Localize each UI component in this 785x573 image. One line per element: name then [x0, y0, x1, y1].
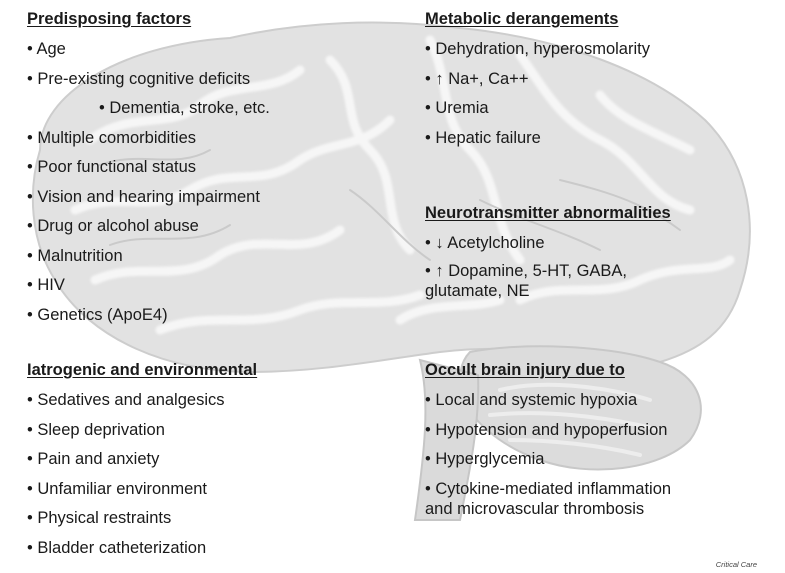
- list-item: • Poor functional status: [27, 158, 197, 176]
- list-item-continuation: glutamate, NE: [425, 282, 530, 300]
- list-subitem: • Dementia, stroke, etc.: [99, 99, 270, 117]
- metabolic-derangements-list: • Dehydration, hyperosmolarity • ↑ Na+, …: [425, 39, 650, 148]
- list-item: • Sedatives and analgesics: [27, 391, 225, 409]
- list-item: • Cytokine-mediated inflammation: [425, 479, 672, 498]
- list-item: • Physical restraints: [27, 509, 172, 527]
- list-item: • Local and systemic hypoxia: [425, 391, 638, 409]
- list-item: • ↑ Dopamine, 5-HT, GABA,: [425, 262, 628, 280]
- list-item: • Bladder catheterization: [27, 538, 207, 557]
- list-item: • Hyperglycemia: [425, 450, 545, 468]
- metabolic-derangements-section: Metabolic derangements • Dehydration, hy…: [425, 9, 650, 157]
- list-item: • HIV: [27, 276, 65, 294]
- brain-silhouette: [31, 21, 751, 521]
- neurotransmitter-abnormalities-list: • ↓ Acetylcholine • ↑ Dopamine, 5-HT, GA…: [425, 233, 671, 301]
- list-item: • Sleep deprivation: [27, 420, 165, 439]
- list-item: • Malnutrition: [27, 246, 123, 265]
- list-item: • Age: [27, 40, 66, 58]
- list-item: • Pre-existing cognitive deficits: [27, 69, 251, 88]
- list-item: • Pain and anxiety: [27, 450, 160, 468]
- predisposing-factors-list: • Age • Pre-existing cognitive deficits …: [27, 39, 270, 325]
- list-item: • Hypotension and hypoperfusion: [425, 420, 668, 439]
- list-item: • Hepatic failure: [425, 128, 541, 147]
- iatrogenic-environmental-section: Iatrogenic and environmental • Sedatives…: [27, 360, 257, 567]
- list-item: • Uremia: [425, 99, 489, 117]
- list-item: • ↓ Acetylcholine: [425, 234, 545, 252]
- list-item: • Multiple comorbidities: [27, 128, 197, 147]
- predisposing-factors-heading: Predisposing factors: [27, 10, 192, 28]
- occult-brain-injury-section: Occult brain injury due to • Local and s…: [425, 360, 671, 528]
- predisposing-factors-section: Predisposing factors • Age • Pre-existin…: [27, 9, 270, 334]
- list-item: • Dehydration, hyperosmolarity: [425, 40, 650, 58]
- iatrogenic-environmental-heading: Iatrogenic and environmental: [27, 361, 258, 379]
- metabolic-derangements-heading: Metabolic derangements: [425, 10, 619, 28]
- list-item: • ↑ Na+, Ca++: [425, 69, 529, 88]
- neurotransmitter-abnormalities-section: Neurotransmitter abnormalities • ↓ Acety…: [425, 203, 671, 309]
- neurotransmitter-abnormalities-heading: Neurotransmitter abnormalities: [425, 204, 671, 222]
- occult-brain-injury-list: • Local and systemic hypoxia • Hypotensi…: [425, 390, 671, 519]
- list-item: • Drug or alcohol abuse: [27, 217, 199, 235]
- iatrogenic-environmental-list: • Sedatives and analgesics • Sleep depri…: [27, 390, 257, 558]
- occult-brain-injury-heading: Occult brain injury due to: [425, 361, 625, 379]
- source-credit: Critical Care: [715, 560, 757, 569]
- list-item-continuation: and microvascular thrombosis: [425, 499, 645, 518]
- list-item: • Vision and hearing impairment: [27, 187, 260, 206]
- list-item: • Unfamiliar environment: [27, 479, 208, 498]
- list-item: • Genetics (ApoE4): [27, 305, 168, 324]
